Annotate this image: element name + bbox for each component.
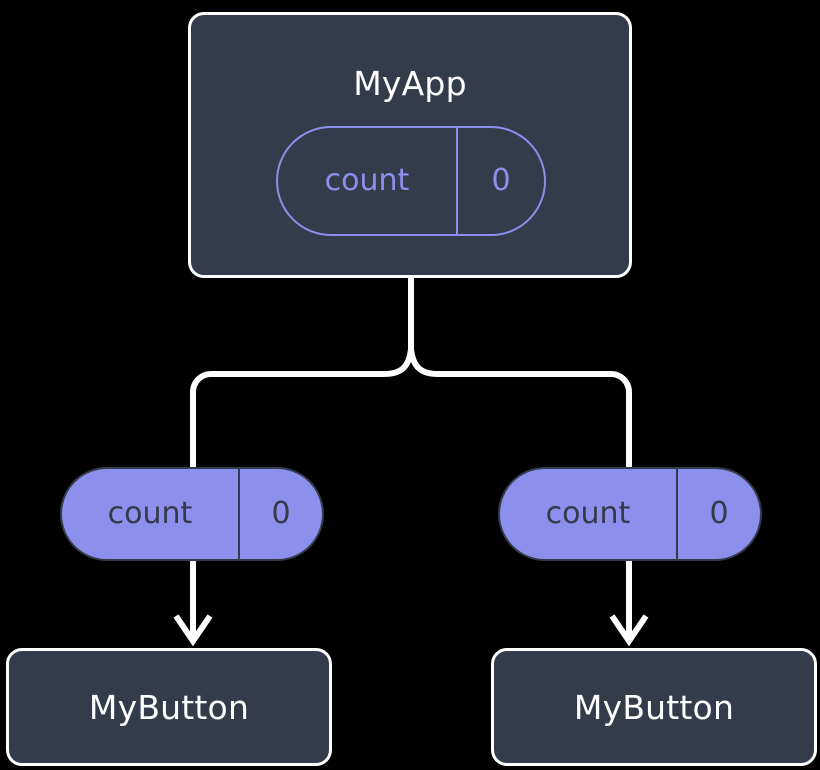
edge-fork-left bbox=[190, 348, 414, 467]
component-title-myapp: MyApp bbox=[353, 64, 467, 103]
state-pill-right-count[interactable]: count 0 bbox=[498, 467, 762, 561]
component-title-mybutton: MyButton bbox=[88, 687, 250, 727]
state-pill-key: count bbox=[107, 496, 193, 531]
component-node-mybutton-left[interactable]: MyButton bbox=[6, 648, 332, 766]
state-pill-value: 0 bbox=[676, 469, 760, 559]
state-pill-value: 0 bbox=[238, 469, 322, 559]
edge-fork-right bbox=[408, 348, 632, 467]
component-title-mybutton: MyButton bbox=[573, 687, 735, 727]
state-pill-value: 0 bbox=[456, 128, 544, 234]
arrow-head-left-icon bbox=[173, 614, 213, 647]
arrow-head-right-icon bbox=[609, 614, 649, 647]
state-pill-key: count bbox=[545, 496, 631, 531]
state-pill-myapp-count[interactable]: count 0 bbox=[276, 126, 546, 236]
state-pill-key: count bbox=[324, 163, 410, 198]
state-pill-left-count[interactable]: count 0 bbox=[60, 467, 324, 561]
component-node-mybutton-right[interactable]: MyButton bbox=[491, 648, 817, 766]
